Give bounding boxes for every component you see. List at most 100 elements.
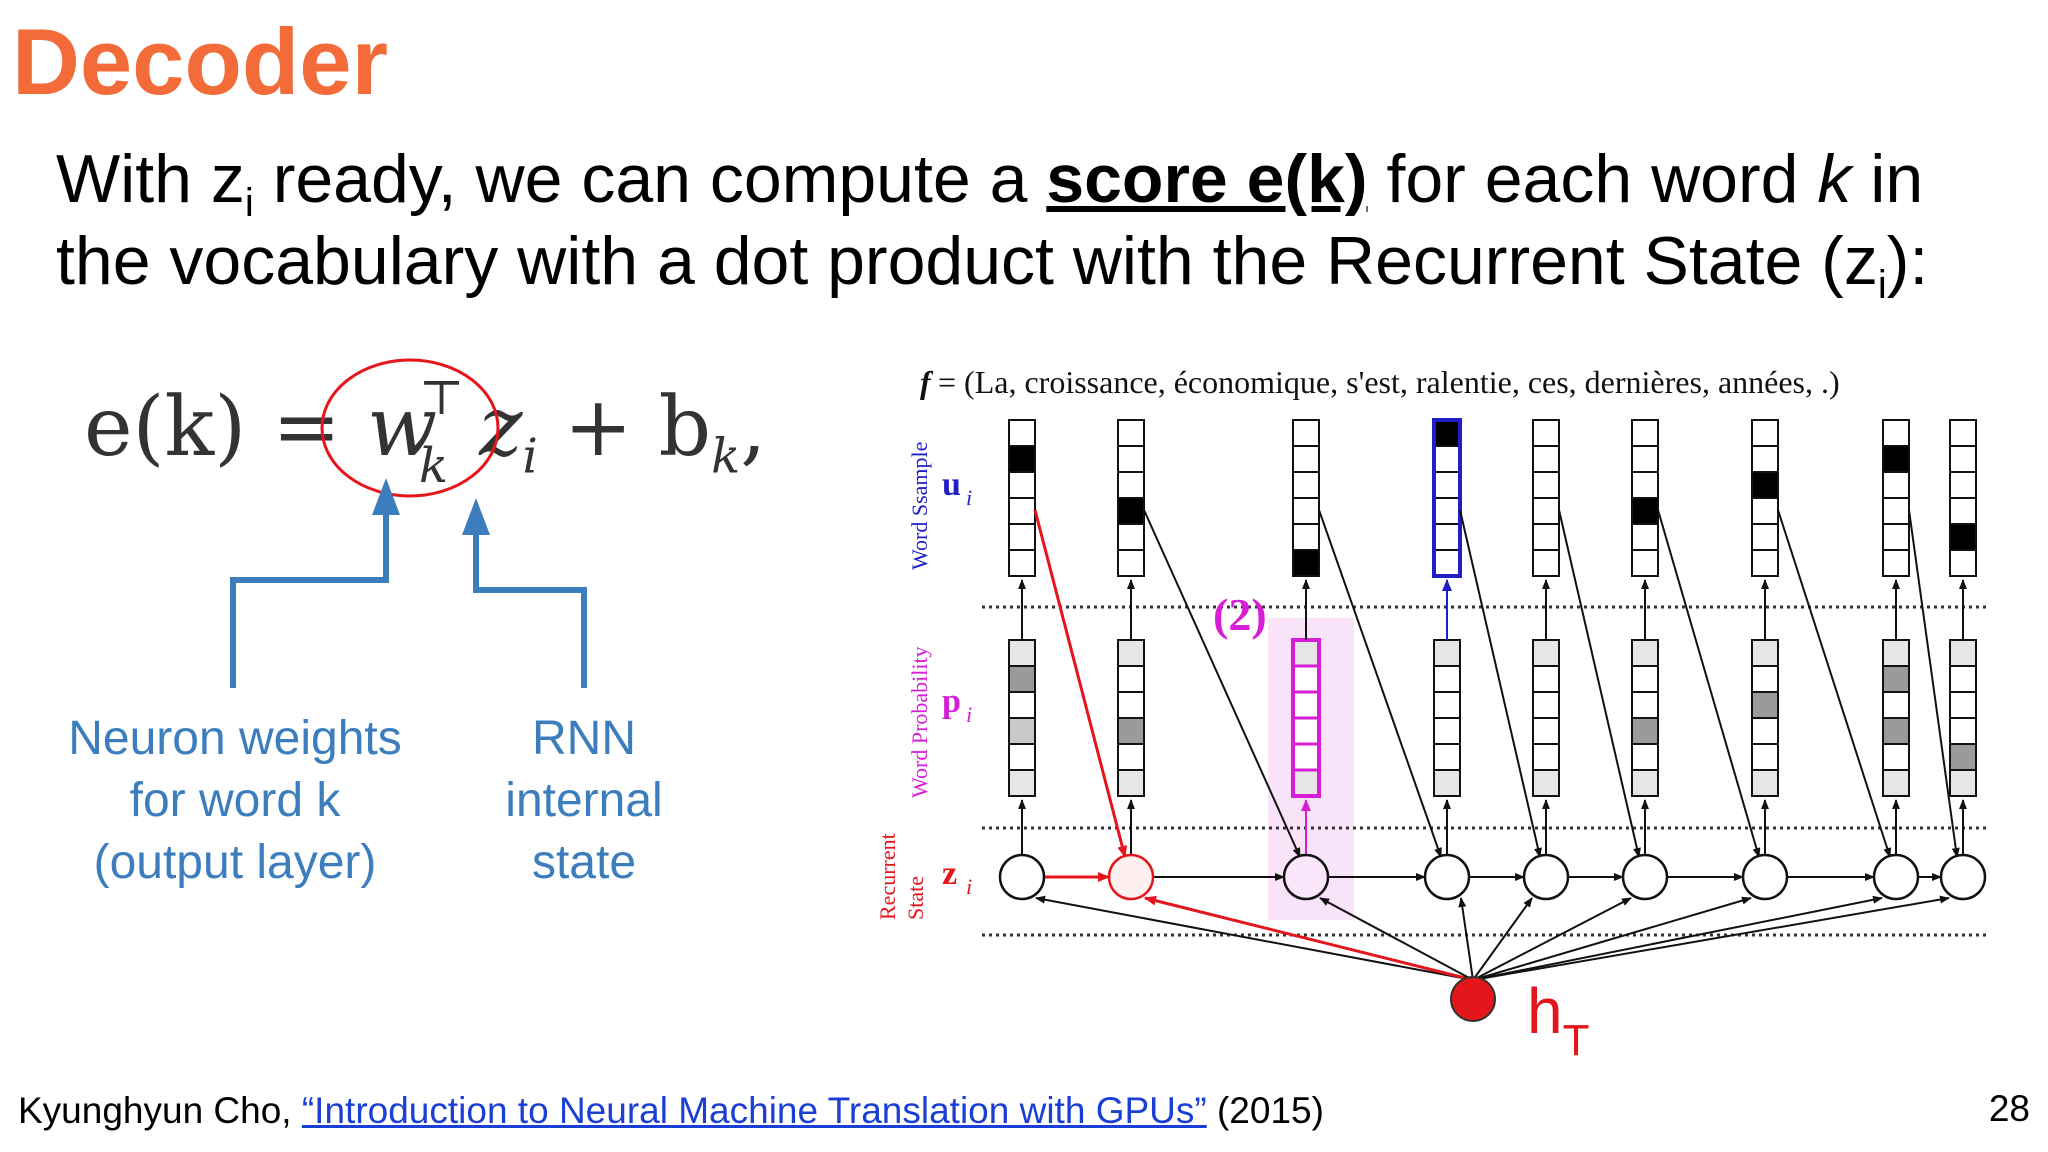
intro-part4: in the vocabulary with a dot product wit… xyxy=(56,141,1924,299)
ht-sub: T xyxy=(1563,1016,1590,1065)
neuron-weights-label: Neuron weights for word k (output layer) xyxy=(40,708,430,894)
prob-cell xyxy=(1291,716,1321,746)
symbol-u-sub: i xyxy=(966,485,972,510)
prob-cell xyxy=(1631,665,1659,693)
sample-cell xyxy=(1117,471,1145,499)
prob-cell xyxy=(1291,742,1321,772)
footer-link[interactable]: “Introduction to Neural Machine Translat… xyxy=(301,1090,1207,1131)
rnn-state-line2: internal xyxy=(505,774,663,827)
prob-cell xyxy=(1117,691,1145,719)
sample-cell xyxy=(1532,471,1560,499)
prob-cell xyxy=(1949,743,1977,771)
sample-cell xyxy=(1292,523,1320,551)
context-arrow xyxy=(1144,895,1474,982)
neuron-weights-line1: Neuron weights xyxy=(68,712,402,765)
prob-cell xyxy=(1433,639,1461,667)
ht-label: hT xyxy=(1527,975,1589,1065)
formula-w-sup: ⊤ xyxy=(419,370,465,426)
sample-cell xyxy=(1631,419,1659,447)
state-arrow xyxy=(473,525,587,688)
sample-cell xyxy=(1433,497,1461,525)
symbol-z: z xyxy=(942,855,957,892)
formula-w-sub: k xyxy=(419,438,449,494)
sample-cell xyxy=(1949,419,1977,447)
sample-cell xyxy=(1882,549,1910,577)
sample-cell xyxy=(1117,549,1145,577)
feedback-arrow xyxy=(1033,509,1128,858)
sentence-var: f xyxy=(920,364,934,400)
intro-k: k xyxy=(1817,141,1852,217)
row-label-word-sample: Word Ssample xyxy=(907,442,932,570)
sample-cell xyxy=(1292,445,1320,473)
symbol-p-sub: i xyxy=(966,702,972,727)
prob-cell xyxy=(1008,769,1036,797)
recurrent-node xyxy=(1621,853,1669,901)
feedback-arrow xyxy=(1558,509,1641,858)
prob-cell xyxy=(1882,769,1910,797)
row-separators xyxy=(982,605,1990,937)
prob-cell xyxy=(1532,717,1560,745)
prob-cell xyxy=(1117,665,1145,693)
prob-cell xyxy=(1117,743,1145,771)
diagram-arrows xyxy=(1018,509,1967,982)
sample-cell xyxy=(1631,445,1659,473)
formula-w: w⊤ k xyxy=(367,370,464,494)
sample-cell xyxy=(1631,497,1659,525)
formula-annotation xyxy=(230,358,587,688)
prob-cell xyxy=(1008,691,1036,719)
row-label-state: State xyxy=(903,876,928,920)
sample-cell xyxy=(1631,471,1659,499)
sample-cell xyxy=(1751,445,1779,473)
diagram-cells xyxy=(1008,418,1977,798)
sample-cell xyxy=(1751,419,1779,447)
recurrent-node xyxy=(998,853,1046,901)
prob-cell xyxy=(1751,665,1779,693)
sample-cell xyxy=(1949,497,1977,525)
symbol-z-sub: i xyxy=(966,874,972,899)
weights-arrow xyxy=(230,505,389,688)
formula-tail: , xyxy=(740,380,767,475)
context-arrow xyxy=(1472,895,1883,981)
weights-arrow-head xyxy=(372,478,400,515)
ht-main: h xyxy=(1527,975,1563,1047)
sample-cell xyxy=(1433,523,1461,551)
prob-cell xyxy=(1117,769,1145,797)
prob-cell xyxy=(1631,717,1659,745)
prob-cell xyxy=(1008,717,1036,745)
prob-cell xyxy=(1291,638,1321,668)
recurrent-node xyxy=(1522,853,1570,901)
sample-cell xyxy=(1949,523,1977,551)
prob-cell xyxy=(1751,743,1779,771)
feedback-arrow xyxy=(1657,509,1761,858)
formula-rhs: + b xyxy=(537,380,712,475)
sample-cell xyxy=(1292,549,1320,577)
footer-citation: Kyunghyun Cho, “Introduction to Neural M… xyxy=(18,1090,1324,1132)
decoder-diagram: f = (La, croissance, économique, s'est, … xyxy=(875,364,1990,1065)
prob-cell xyxy=(1433,769,1461,797)
prob-cell xyxy=(1433,717,1461,745)
sample-cell xyxy=(1117,419,1145,447)
row-label-word-probability: Word Probability xyxy=(907,646,932,798)
sample-cell xyxy=(1751,471,1779,499)
prob-cell xyxy=(1433,691,1461,719)
sample-cell xyxy=(1882,497,1910,525)
neuron-weights-line2: for word k xyxy=(129,774,341,827)
sample-cell xyxy=(1751,549,1779,577)
prob-cell xyxy=(1532,769,1560,797)
recurrent-node xyxy=(1423,853,1471,901)
prob-cell xyxy=(1949,717,1977,745)
footer-year: (2015) xyxy=(1206,1090,1324,1131)
sample-cell xyxy=(1433,549,1461,577)
sample-cell xyxy=(1751,523,1779,551)
intro-text: With zi ready, we can compute a score e(… xyxy=(56,138,2016,305)
formula-w-letter: w xyxy=(367,380,438,475)
sample-cell xyxy=(1532,445,1560,473)
prob-cell xyxy=(1291,768,1321,798)
prob-cell xyxy=(1949,691,1977,719)
sample-cell xyxy=(1292,471,1320,499)
formula-b-sub: k xyxy=(711,428,741,485)
prob-cell xyxy=(1117,639,1145,667)
context-arrow xyxy=(1472,897,1533,981)
sample-cell xyxy=(1008,471,1036,499)
prob-cell xyxy=(1882,665,1910,693)
